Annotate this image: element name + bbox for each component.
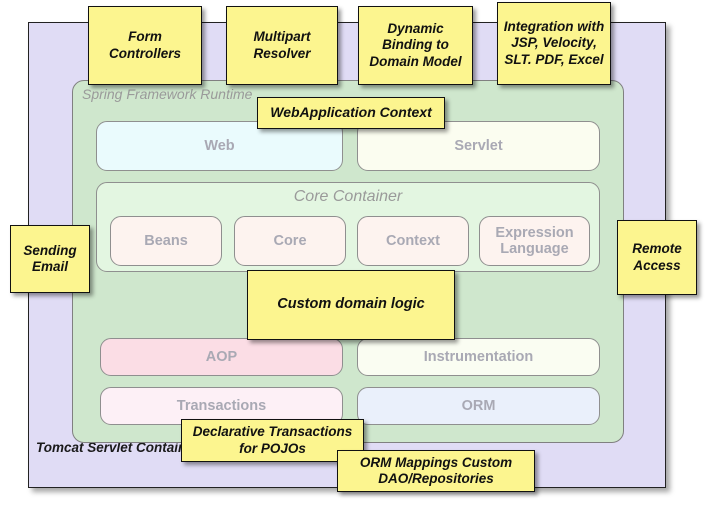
note-dynamic-binding-label: Dynamic Binding to Domain Model xyxy=(369,20,462,69)
note-multipart-resolver[interactable]: Multipart Resolver xyxy=(226,6,338,85)
tomcat-servlet-container-label: Tomcat Servlet Container xyxy=(36,440,200,455)
module-core-label: Core xyxy=(273,232,307,249)
module-orm-label: ORM xyxy=(461,397,496,414)
module-expression-language-label: Expression Language xyxy=(495,224,574,257)
module-servlet[interactable]: Servlet xyxy=(357,121,600,171)
note-dynamic-binding[interactable]: Dynamic Binding to Domain Model xyxy=(358,6,473,85)
note-multipart-resolver-label: Multipart Resolver xyxy=(253,29,311,61)
note-webapplication-context-label: WebApplication Context xyxy=(270,104,432,121)
module-core[interactable]: Core xyxy=(234,216,346,266)
note-orm-mappings-label: ORM Mappings Custom DAO/Repositories xyxy=(359,454,513,486)
module-aop[interactable]: AOP xyxy=(100,338,343,376)
note-orm-mappings[interactable]: ORM Mappings Custom DAO/Repositories xyxy=(337,450,535,492)
module-transactions-label: Transactions xyxy=(176,397,267,414)
module-orm[interactable]: ORM xyxy=(357,387,600,425)
note-sending-email[interactable]: Sending Email xyxy=(10,225,90,293)
module-beans[interactable]: Beans xyxy=(110,216,222,266)
module-web[interactable]: Web xyxy=(96,121,343,171)
core-container-title: Core Container xyxy=(293,188,403,205)
module-instrumentation-label: Instrumentation xyxy=(423,348,534,365)
note-remote-access[interactable]: Remote Access xyxy=(617,220,697,295)
spring-framework-runtime-label: Spring Framework Runtime xyxy=(82,86,253,102)
note-remote-access-label: Remote Access xyxy=(632,241,682,273)
module-instrumentation[interactable]: Instrumentation xyxy=(357,338,600,376)
module-web-label: Web xyxy=(204,137,235,154)
note-declarative-transactions-label: Declarative Transactions for POJOs xyxy=(192,424,353,456)
note-form-controllers-label: Form Controllers xyxy=(108,29,181,61)
module-expression-language[interactable]: Expression Language xyxy=(479,216,590,266)
note-webapplication-context[interactable]: WebApplication Context xyxy=(257,97,445,129)
module-servlet-label: Servlet xyxy=(454,137,503,154)
note-declarative-transactions[interactable]: Declarative Transactions for POJOs xyxy=(181,419,364,462)
note-sending-email-label: Sending Email xyxy=(23,242,77,274)
note-custom-domain-logic[interactable]: Custom domain logic xyxy=(247,270,455,340)
note-custom-domain-logic-label: Custom domain logic xyxy=(277,296,425,313)
note-form-controllers[interactable]: Form Controllers xyxy=(88,6,202,85)
module-aop-label: AOP xyxy=(205,348,238,365)
note-integration-views[interactable]: Integration with JSP, Velocity, SLT. PDF… xyxy=(497,2,611,85)
module-context[interactable]: Context xyxy=(357,216,469,266)
module-beans-label: Beans xyxy=(144,232,188,249)
module-context-label: Context xyxy=(386,232,440,249)
note-integration-views-label: Integration with JSP, Velocity, SLT. PDF… xyxy=(503,18,605,67)
